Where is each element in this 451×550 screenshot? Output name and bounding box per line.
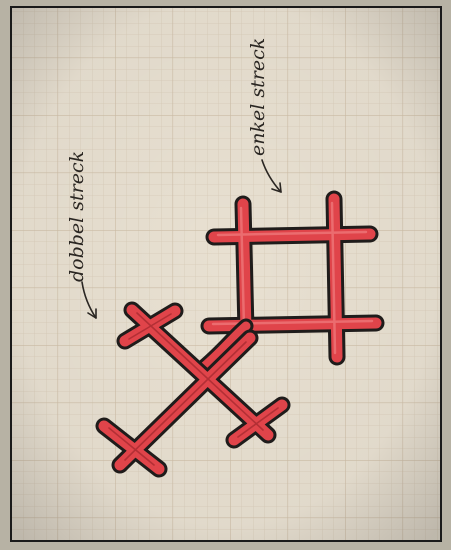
label-single-stroke: enkel streck <box>247 38 269 156</box>
label-double-stroke: dobbel streck <box>66 151 88 282</box>
